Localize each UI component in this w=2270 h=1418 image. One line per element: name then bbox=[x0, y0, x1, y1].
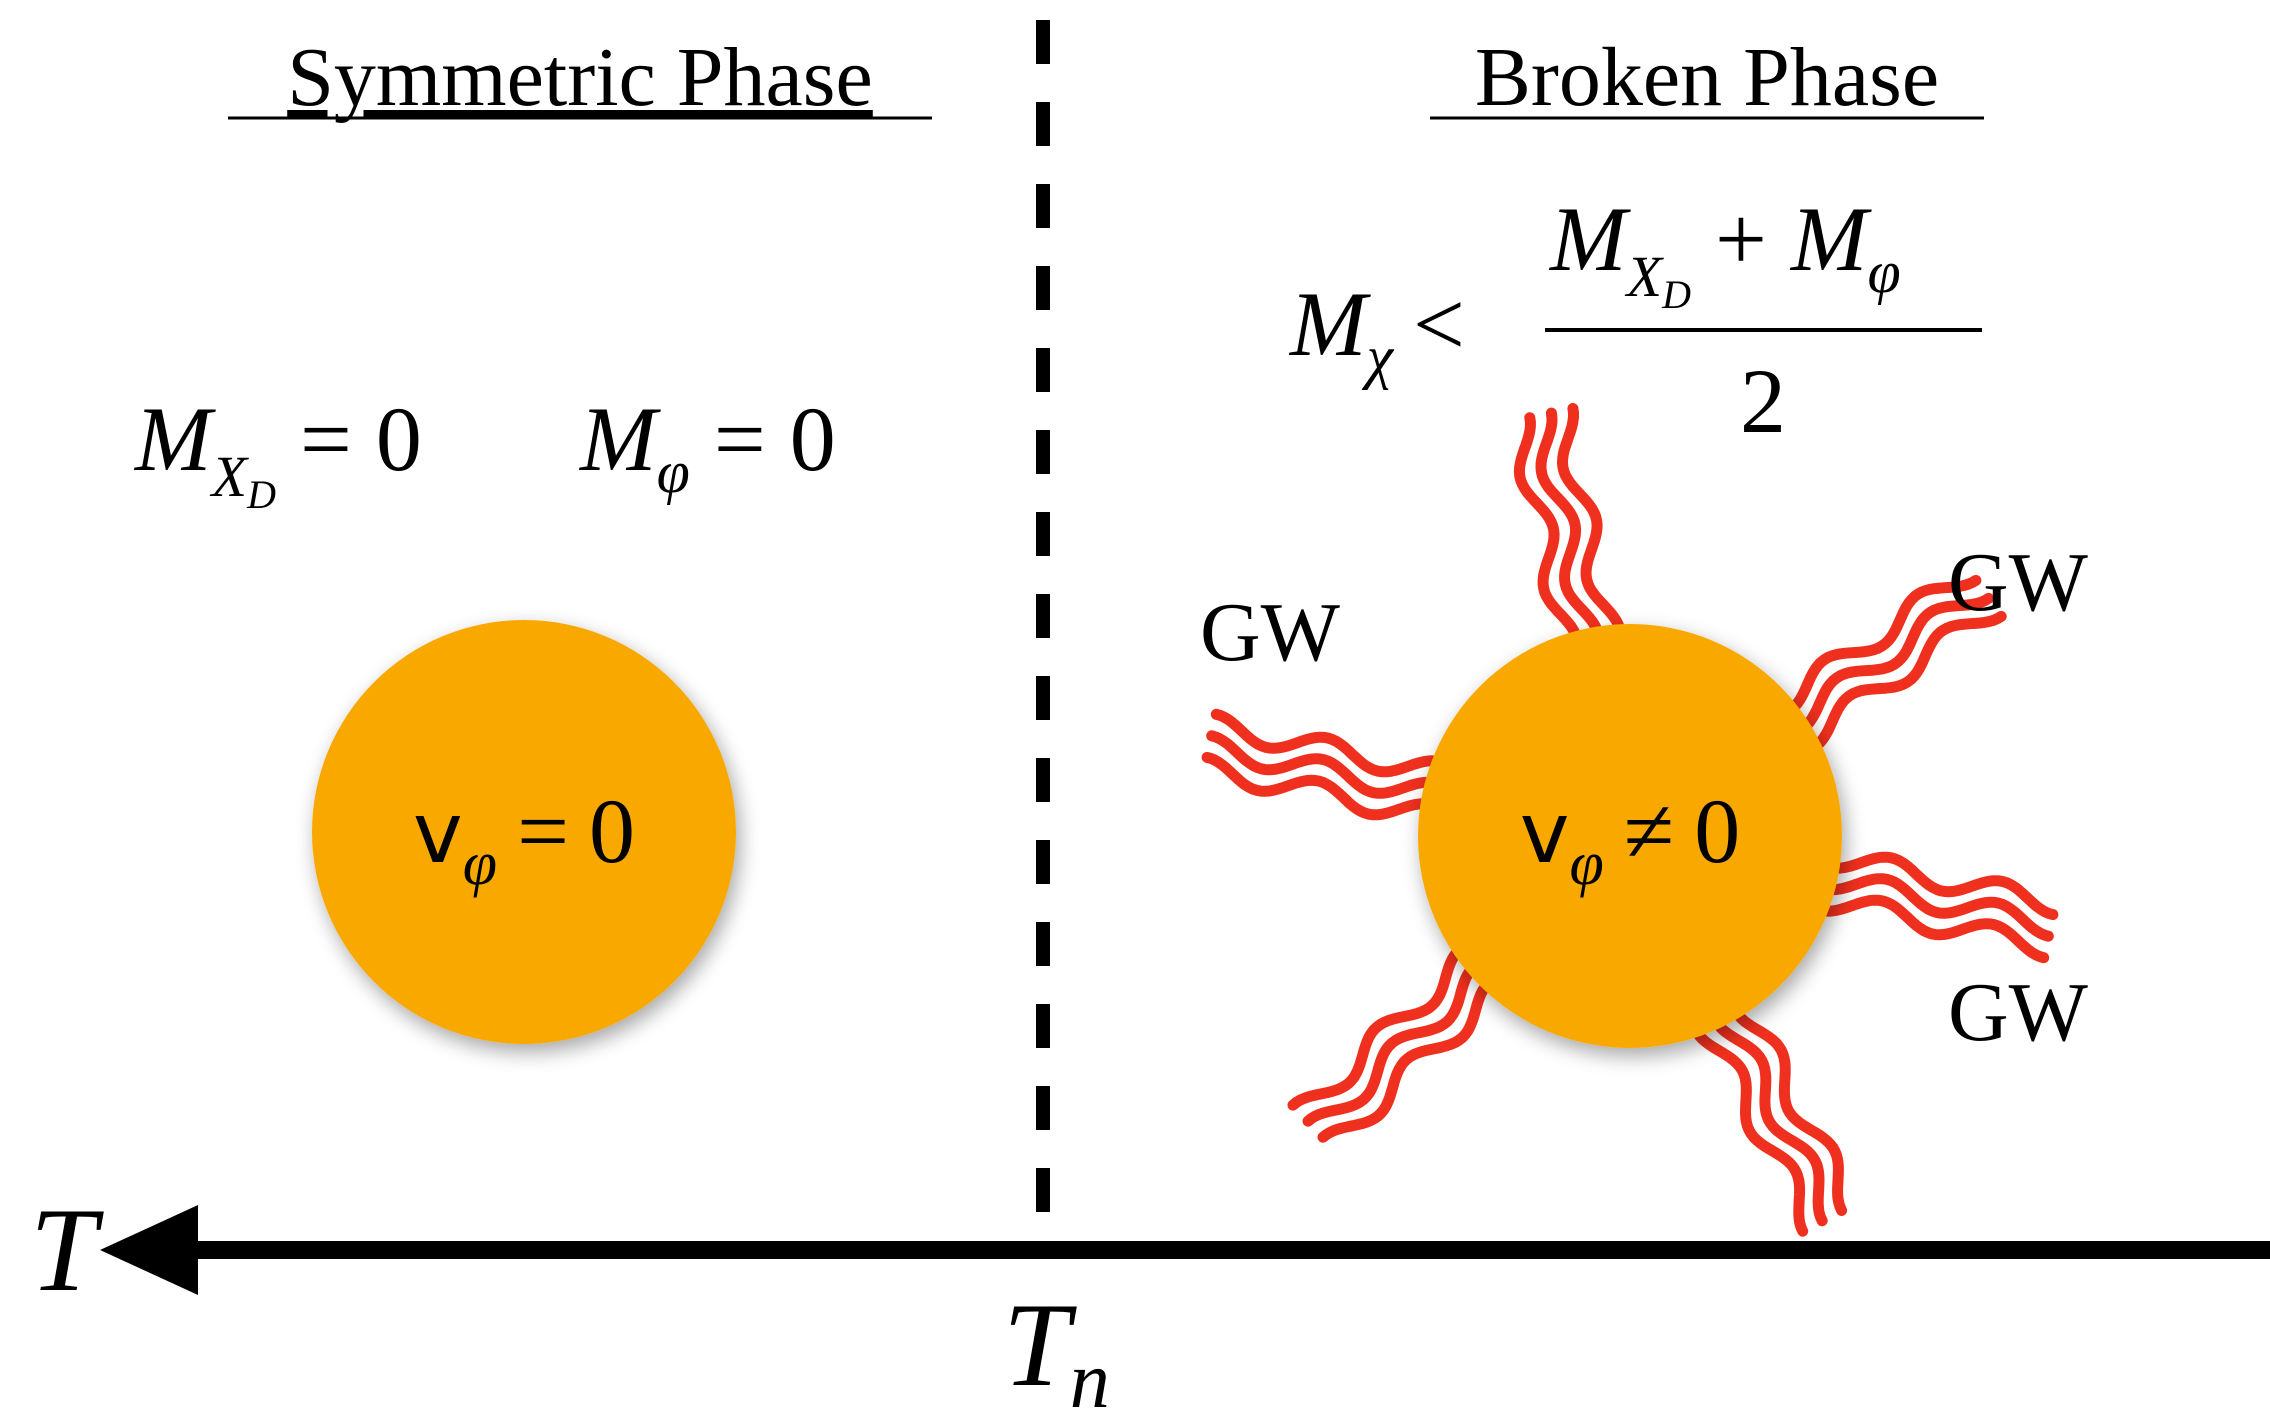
numer-b-sub: φ bbox=[1868, 239, 1901, 305]
gw-wave-lower-right-strand-3 bbox=[1791, 888, 2050, 964]
tn-sub: n bbox=[1070, 1337, 1110, 1418]
sym-v: v bbox=[413, 784, 463, 882]
right-mass-condition: Mχ< MXD+Mφ 2 bbox=[1288, 188, 1982, 452]
gw-wave-bottom-strand-3 bbox=[1686, 995, 1809, 1237]
heading-symmetric-phase: Symmetric Phase bbox=[287, 31, 873, 124]
svg-text:MXD=0: MXD =0 bbox=[133, 388, 422, 517]
tn-symbol: T bbox=[1003, 1278, 1077, 1411]
gw-wave-lower-left bbox=[1287, 933, 1523, 1143]
gw-wave-lower-left-strand-1 bbox=[1317, 965, 1523, 1143]
symmetric-bubble bbox=[312, 620, 736, 1044]
numer-plus: + bbox=[1715, 188, 1767, 290]
gw-wave-upper-right-strand-1 bbox=[1755, 574, 1982, 724]
brk-rel: ≠ bbox=[1624, 780, 1675, 882]
sym-v-sub: φ bbox=[463, 830, 497, 898]
temperature-axis-label: T bbox=[30, 1183, 104, 1316]
mphi-value: 0 bbox=[790, 388, 836, 490]
temperature-axis-arrowhead bbox=[100, 1205, 198, 1295]
mchi-sub: χ bbox=[1362, 324, 1395, 390]
gw-wave-top bbox=[1513, 403, 1627, 675]
gw-label-left: GW bbox=[1200, 586, 1341, 679]
gw-wave-left bbox=[1201, 708, 1469, 827]
sym-rel: = bbox=[517, 780, 569, 882]
gw-wave-left-strand-1 bbox=[1201, 751, 1460, 827]
numer-a-symbol: M bbox=[1548, 188, 1631, 290]
critical-temperature-label: Tn bbox=[1003, 1278, 1110, 1418]
svg-text:Mφ=0: Mφ =0 bbox=[578, 388, 836, 505]
mxd-rel: = bbox=[300, 388, 352, 490]
gw-wave-top-strand-2 bbox=[1535, 407, 1605, 671]
gw-wave-lower-right-strand-2 bbox=[1795, 866, 2054, 942]
numer-a-sub: X bbox=[1625, 244, 1665, 309]
mphi-sub: φ bbox=[657, 439, 690, 505]
numer-a-subsub: D bbox=[1661, 272, 1691, 317]
mchi-symbol: M bbox=[1288, 273, 1371, 375]
gw-wave-upper-right-strand-3 bbox=[1780, 610, 2007, 760]
gw-label-bottom-right: GW bbox=[1948, 966, 2089, 1059]
broken-bubble bbox=[1418, 624, 1842, 1048]
left-mass-equations: MXD=0 Mφ=0 bbox=[133, 388, 836, 517]
gw-wave-left-strand-3 bbox=[1210, 708, 1469, 784]
brk-v: v bbox=[1520, 784, 1570, 882]
brk-v-sub: φ bbox=[1569, 830, 1603, 898]
svg-text:MXD+Mφ: MXD+Mφ bbox=[1548, 188, 1901, 317]
gw-wave-upper-right-strand-2 bbox=[1767, 592, 1994, 742]
gw-wave-top-strand-1 bbox=[1513, 412, 1584, 675]
symmetric-bubble-label: vφ =0 bbox=[413, 780, 635, 898]
numer-b-symbol: M bbox=[1789, 188, 1872, 290]
mxd-subsub: D bbox=[246, 472, 276, 517]
mxd-value: 0 bbox=[376, 388, 422, 490]
gw-wave-lower-right-strand-1 bbox=[1800, 845, 2059, 921]
gw-wave-upper-right bbox=[1755, 574, 2007, 760]
sym-value: 0 bbox=[589, 780, 635, 882]
mxd-symbol: M bbox=[133, 388, 216, 490]
brk-value: 0 bbox=[1694, 780, 1740, 882]
gw-wave-lower-left-strand-3 bbox=[1287, 933, 1493, 1111]
heading-broken-phase: Broken Phase bbox=[1475, 31, 1939, 124]
mphi-symbol: M bbox=[578, 388, 661, 490]
broken-bubble-label: vφ ≠0 bbox=[1520, 780, 1741, 898]
gravitational-waves bbox=[1201, 403, 2059, 1237]
mxd-sub: X bbox=[210, 444, 250, 509]
denominator: 2 bbox=[1740, 350, 1786, 452]
mphi-rel: = bbox=[714, 388, 766, 490]
gw-wave-bottom-strand-1 bbox=[1725, 974, 1848, 1216]
gw-wave-bottom-strand-2 bbox=[1706, 985, 1828, 1227]
gw-wave-top-strand-3 bbox=[1557, 403, 1627, 666]
condition-rel: < bbox=[1413, 273, 1465, 375]
gw-wave-lower-left-strand-2 bbox=[1302, 949, 1508, 1127]
gw-label-top-right: GW bbox=[1948, 536, 2089, 629]
gw-wave-bottom bbox=[1686, 974, 1848, 1237]
gw-wave-left-strand-2 bbox=[1206, 730, 1465, 806]
gw-wave-lower-right bbox=[1791, 845, 2059, 964]
svg-text:Mχ<: Mχ < bbox=[1288, 273, 1465, 390]
